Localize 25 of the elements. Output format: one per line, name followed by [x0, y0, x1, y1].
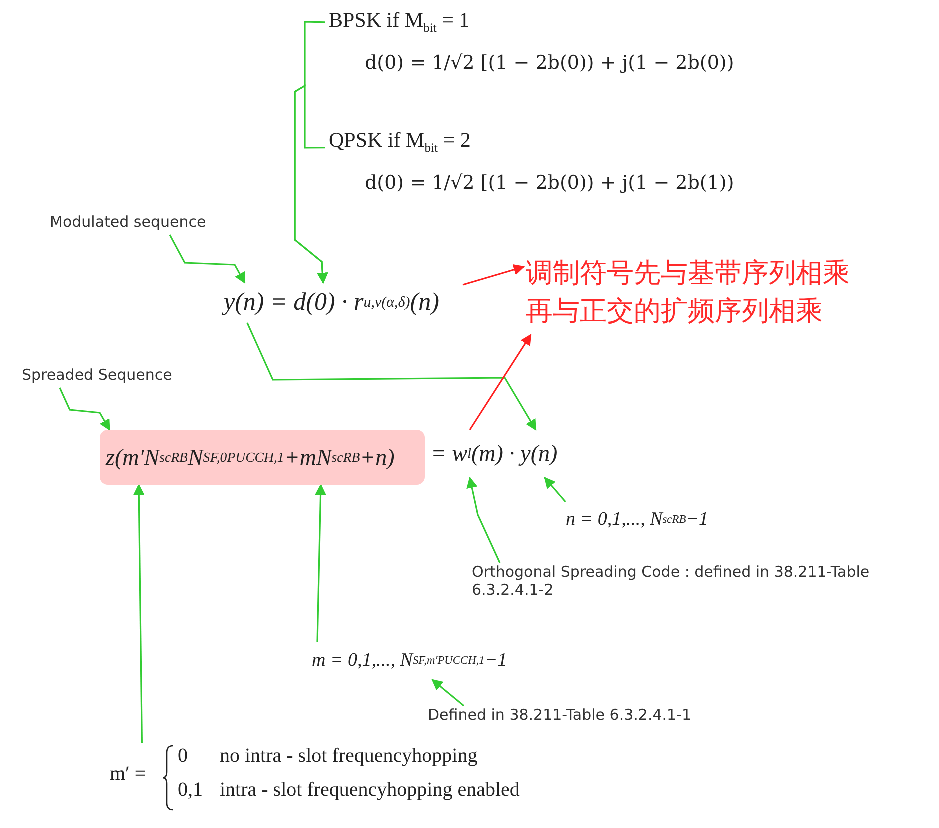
leader-arrow: [134, 484, 145, 744]
formula: d(0) = 1/√2 [(1 − 2b(0)) + j(1 − 2b(1)): [365, 172, 734, 194]
annotation-note: 调制符号先与基带序列相乘再与正交的扩频序列相乘: [524, 255, 876, 335]
equation-term: m′ =: [110, 763, 146, 786]
leader-arrow: [315, 484, 326, 642]
leader-arrow: [469, 334, 532, 430]
leader-arrow: [432, 679, 464, 707]
case-condition: no intra - slot frequencyhopping: [220, 745, 478, 768]
leader-arrow: [544, 477, 566, 503]
modulation-condition: BPSK if M$_{bit}$ = 1: [329, 8, 470, 36]
leader-arrow: [169, 234, 246, 284]
leader-arrow: [294, 84, 328, 284]
formula: d(0) = 1/√2 [(1 − 2b(0)) + j(1 − 2b(0)): [365, 52, 734, 74]
case-value: 0,1: [178, 779, 203, 802]
case-condition: intra - slot frequencyhopping enabled: [220, 779, 520, 802]
annotation-label: Defined in 38.211-Table 6.3.2.4.1-1: [428, 706, 788, 730]
leader-arrow: [246, 322, 537, 431]
annotation-label: Orthogonal Spreading Code : defined in 38.211-Table 6.3.2.4.1-2: [472, 563, 872, 607]
leader-arrow: [59, 388, 110, 431]
case-value: 0: [178, 745, 188, 768]
leader-arrow: [466, 476, 501, 564]
modulation-condition: QPSK if M$_{bit}$ = 2: [329, 128, 471, 156]
annotation-label: Modulated sequence: [50, 213, 250, 235]
annotation-label: Spreaded Sequence: [22, 366, 222, 388]
leader-arrow: [462, 264, 526, 286]
